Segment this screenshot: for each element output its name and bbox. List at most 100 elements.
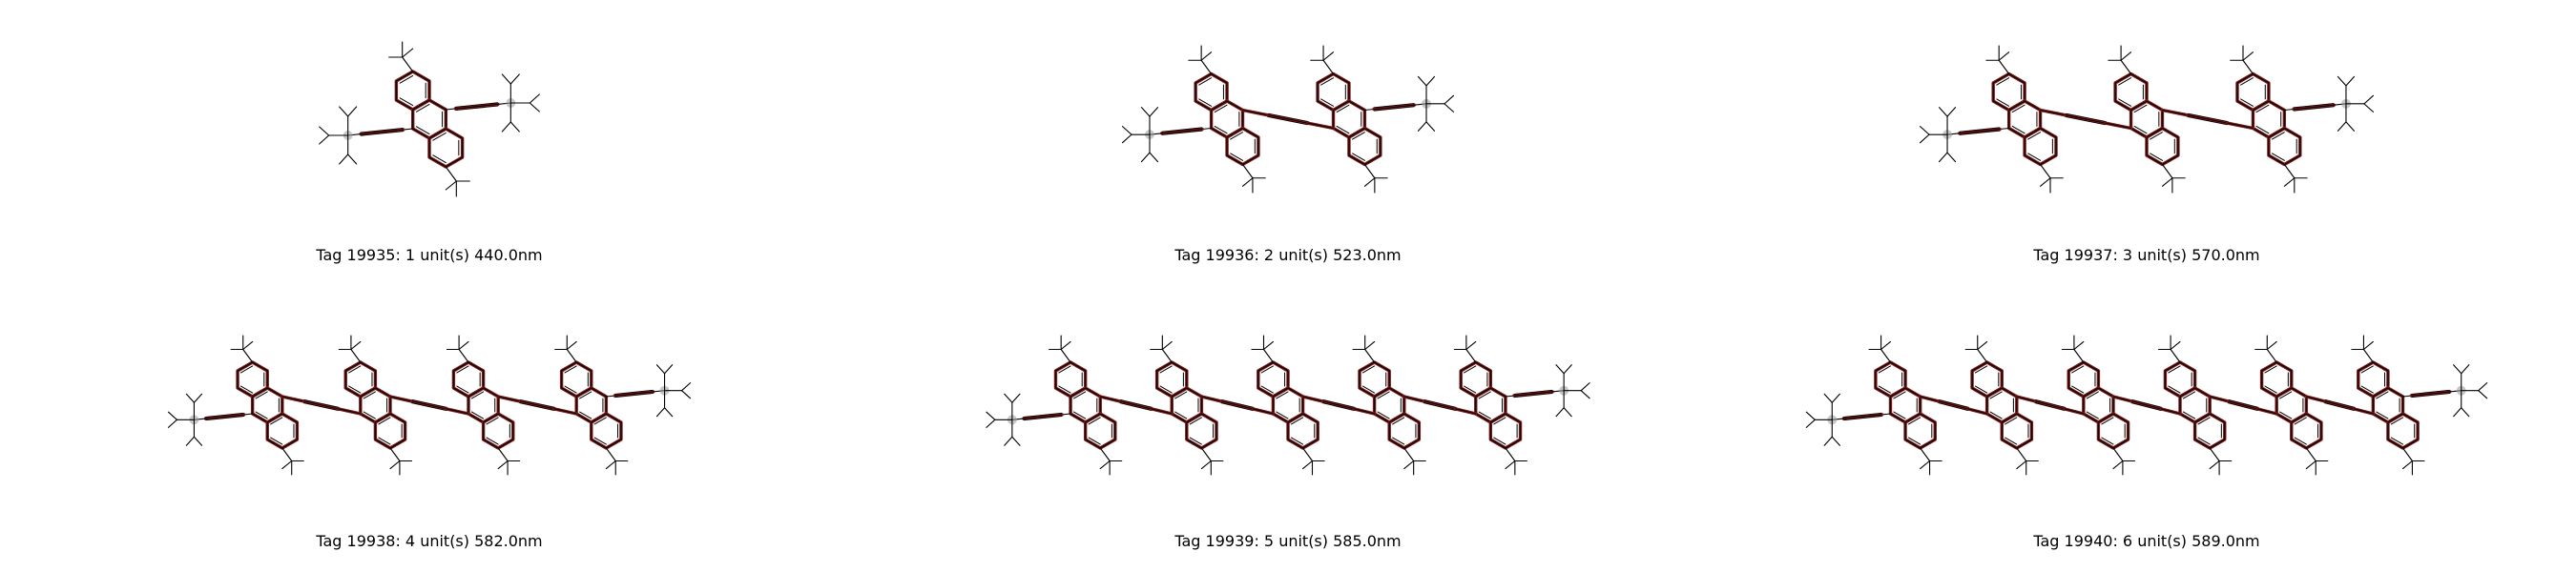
isopropyl-methyl <box>185 436 195 446</box>
double-bond <box>1392 437 1405 445</box>
tbutyl-methyl <box>1977 340 1988 351</box>
terminal-alkyne <box>2411 393 2451 398</box>
tbutyl-methyl <box>458 340 469 351</box>
double-bond <box>2168 365 2181 374</box>
ring-highlight <box>427 127 465 169</box>
tbutyl-methyl <box>1403 460 1415 470</box>
isopropyl-methyl <box>167 419 177 428</box>
alkyne-bridge <box>2066 112 2107 122</box>
alkyne-bridge <box>1268 112 1309 122</box>
terminal-alkyne <box>614 391 654 397</box>
double-bond <box>2086 411 2099 419</box>
terminal-alkyne <box>1842 412 1882 418</box>
isopropyl-methyl <box>1149 107 1159 117</box>
double-bond <box>579 411 592 419</box>
double-bond <box>1464 365 1477 374</box>
isopropyl-methyl <box>1444 94 1455 105</box>
terminal-alkyne <box>1513 389 1553 395</box>
tbutyl-methyl <box>1363 177 1376 187</box>
terminal-alkyne <box>205 412 244 418</box>
tbutyl-methyl <box>1200 460 1212 470</box>
double-bond <box>363 391 376 399</box>
ring-highlight <box>2386 412 2420 450</box>
double-bond <box>399 74 414 84</box>
isopropyl-methyl <box>1149 152 1159 163</box>
ring-highlight <box>2192 412 2227 450</box>
tbutyl-bond <box>2170 348 2181 363</box>
tbutyl-methyl <box>1262 340 1274 351</box>
isopropyl-methyl <box>1563 364 1572 375</box>
double-bond <box>2197 417 2211 425</box>
double-bond <box>1276 411 1289 419</box>
bridge-bond <box>389 396 413 402</box>
molecule-structure-1 <box>319 41 540 197</box>
molecule-structure-2 <box>1121 45 1455 194</box>
bridge-bond <box>1151 408 1173 415</box>
ring-highlight <box>2023 126 2058 167</box>
isopropyl-methyl <box>319 134 330 145</box>
ring-highlight <box>2290 412 2323 450</box>
double-bond <box>1214 104 1228 113</box>
double-bond <box>1214 125 1228 134</box>
alkyne-bridge <box>1267 116 1308 126</box>
double-bond <box>1974 365 1988 374</box>
tbutyl-methyl <box>2161 177 2173 187</box>
double-bond <box>1230 153 1243 161</box>
double-bond <box>415 103 430 112</box>
double-bond <box>1878 365 1891 374</box>
double-bond <box>1072 391 1087 399</box>
isopropyl-methyl <box>1011 436 1021 446</box>
double-bond <box>378 437 391 445</box>
isopropyl-methyl <box>1805 419 1816 428</box>
isopropyl-methyl <box>1919 126 1930 135</box>
tbutyl-methyl <box>2112 460 2124 470</box>
isopropyl-methyl <box>2461 364 2470 375</box>
isopropyl-methyl <box>2345 75 2356 87</box>
double-bond <box>2150 132 2163 140</box>
tbutyl-methyl <box>281 460 293 470</box>
double-bond <box>1260 385 1274 394</box>
alkyne-bridge <box>2034 402 2066 412</box>
double-bond <box>1377 411 1390 419</box>
tbutyl-bond <box>2209 447 2220 462</box>
double-bond <box>1189 437 1202 445</box>
double-bond <box>1893 391 1906 399</box>
alkyne-bridge <box>2187 116 2228 126</box>
double-bond <box>270 417 283 425</box>
tbutyl-methyl <box>402 48 414 58</box>
double-bond <box>1989 411 2003 419</box>
alkyne-bridge <box>519 402 555 412</box>
terminal-alkyne <box>360 129 404 135</box>
bridge-bond <box>2257 408 2277 415</box>
double-bond <box>2101 417 2114 425</box>
isopropyl-methyl <box>509 73 520 85</box>
molecule-caption: Tag 19935: 1 unit(s) 440.0nm <box>316 246 543 264</box>
tbutyl-methyl <box>2305 460 2316 470</box>
alkyne-bridge <box>1938 400 1969 410</box>
isopropyl-methyl <box>1444 103 1455 112</box>
tbutyl-bond <box>1505 447 1516 462</box>
double-bond <box>363 411 376 419</box>
double-bond <box>1996 77 2010 86</box>
double-bond <box>486 417 499 425</box>
terminal-alkyne <box>2411 389 2450 395</box>
double-bond <box>1174 391 1188 399</box>
molecule-cell-4: Tag 19938: 4 unit(s) 582.0nm <box>0 286 859 572</box>
tbutyl-bond <box>1200 59 1213 75</box>
alkyne-bridge <box>1939 398 1969 408</box>
double-bond <box>2390 417 2404 425</box>
bridge-bond <box>1252 408 1274 415</box>
ring-highlight <box>1488 412 1523 450</box>
tbutyl-methyl <box>242 340 254 351</box>
double-bond <box>2118 98 2132 107</box>
tbutyl-methyl <box>2266 340 2277 351</box>
bridge-bond <box>2160 408 2181 415</box>
ring-highlight <box>2267 126 2302 167</box>
terminal-alkyne <box>360 127 404 133</box>
double-bond <box>1907 437 1922 445</box>
terminal-alkyne <box>1843 416 1882 421</box>
double-bond <box>1198 77 1213 86</box>
bridge-bond <box>2354 408 2374 415</box>
terminal-alkyne <box>2293 103 2335 109</box>
